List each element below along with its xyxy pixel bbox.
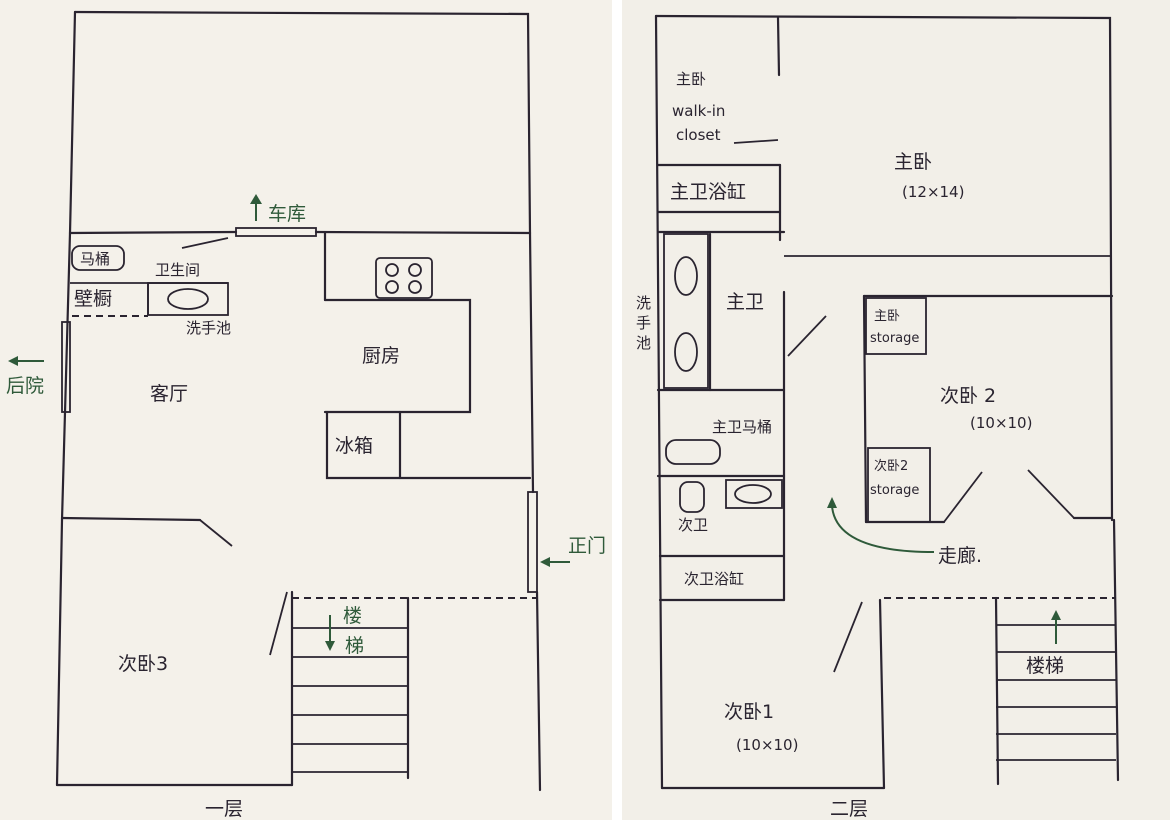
stairs-label-bottom: 梯 [345,635,364,657]
stove [375,257,433,299]
sink-counter [147,282,229,316]
vanity [663,233,709,389]
burner [385,263,399,277]
outer-wall-left-top [68,10,77,235]
living-room-label: 客厅 [150,383,188,405]
second-tub-label: 次卫浴缸 [684,570,744,588]
bedroom1-label: 次卧1 [724,701,774,723]
master-walkin-label: 主卧 [676,70,706,88]
hallway-arrow-icon [831,505,935,553]
master-storage [865,297,927,355]
front-door [527,491,538,593]
burner [385,280,399,294]
stairs-label-top: 楼 [343,605,362,627]
arrow-head-icon [827,497,837,508]
second-bath-label: 次卫 [678,516,708,534]
toilet-label: 马桶 [80,250,110,268]
garage-wall [68,230,238,235]
stairs-left-wall [994,596,1000,786]
sink-basin [674,332,698,372]
bedroom2-door-left [943,471,983,523]
bedroom2-size: (10×10) [970,414,1032,432]
first-floor-sheet: 车库 马桶 卫生间 壁橱 洗手池 厨房 客厅 冰箱 后院 正门 楼 梯 次卧3 … [0,0,612,820]
master-bedroom-label: 主卧 [894,151,932,173]
first-floor-plan: 车库 马桶 卫生间 壁橱 洗手池 厨房 客厅 冰箱 后院 正门 楼 梯 次卧3 … [6,10,606,820]
arrow-head-icon [8,356,18,366]
master-toilet-tub [665,439,721,465]
master-storage-label: 主卧 [874,309,900,324]
storage-label: storage [870,483,919,498]
garage-door [235,227,317,237]
garage-wall-right [314,230,532,235]
second-bath-toilet [679,481,705,513]
hallway-label: 走廊. [938,545,982,567]
bathroom-door [181,237,229,249]
bedroom2-door-right [1027,469,1075,519]
bedroom2-label: 次卧 2 [940,385,996,407]
walkin-label: walk-in [672,102,725,120]
outer-wall-left [654,14,664,790]
kitchen-island [323,298,472,414]
outer-wall-left [60,231,72,522]
master-tub-label: 主卫浴缸 [670,181,746,203]
outer-wall [654,14,1114,522]
bedroom2-left-wall [862,294,868,524]
bedroom1-size: (10×10) [736,736,798,754]
sink-basin [674,256,698,296]
outer-wall-right-lower [1112,518,1120,782]
closet-label: 壁橱 [74,288,112,310]
bedroom3-door [199,519,233,547]
second-floor-sheet: 主卧 walk-in closet 主卫浴缸 主卧 (12×14) 洗 手 池 … [622,0,1170,820]
sink-basin [167,288,209,310]
arrow-head-icon [540,557,550,567]
second-bath-sink [725,479,783,509]
storage-label: storage [870,331,919,346]
fridge-box [325,410,532,480]
arrow-head-icon [325,641,335,651]
bedroom3-door-right [269,591,288,656]
master-bath-door [787,315,827,357]
front-door-label: 正门 [568,535,606,557]
master-bath-label: 主卫 [726,291,764,313]
outer-wall-right [528,231,535,494]
bedroom2-storage-label: 次卧2 [874,458,908,474]
outer-wall-right-lower [535,590,542,792]
master-closet-wall [776,16,781,77]
master-bedroom-size: (12×14) [902,183,964,201]
bedroom3-wall [60,516,202,522]
outer-wall [73,10,532,235]
burner [408,263,422,277]
closet-door [733,139,779,144]
second-floor-plan: 主卧 walk-in closet 主卫浴缸 主卧 (12×14) 洗 手 池 … [636,14,1120,820]
bedroom1-right-wall [878,598,886,790]
backyard-label: 后院 [6,375,44,397]
garage-label: 车库 [268,203,306,225]
stairs-label: 楼梯 [1026,655,1064,677]
arrow-head-icon [1051,610,1061,620]
bedroom3-label: 次卧3 [118,653,168,675]
second-floor-label: 二层 [830,798,868,820]
outer-wall-left-lower [55,518,64,787]
sink-label-3: 池 [636,334,651,352]
fridge-label: 冰箱 [335,435,373,457]
sink-label-1: 洗 [636,294,651,312]
bedroom1-door [833,601,863,673]
closet-label: closet [676,126,721,144]
back-door [61,321,71,413]
sink-label: 洗手池 [186,319,231,337]
first-floor-label: 一层 [205,798,243,820]
master-toilet-label: 主卫马桶 [712,418,772,436]
sink-basin [734,484,772,504]
burner [408,280,422,294]
sink-label-2: 手 [636,314,651,332]
arrow-head-icon [250,194,262,204]
toilet-fixture [71,245,125,271]
kitchen-label: 厨房 [362,345,400,367]
bathroom-label: 卫生间 [155,261,200,279]
